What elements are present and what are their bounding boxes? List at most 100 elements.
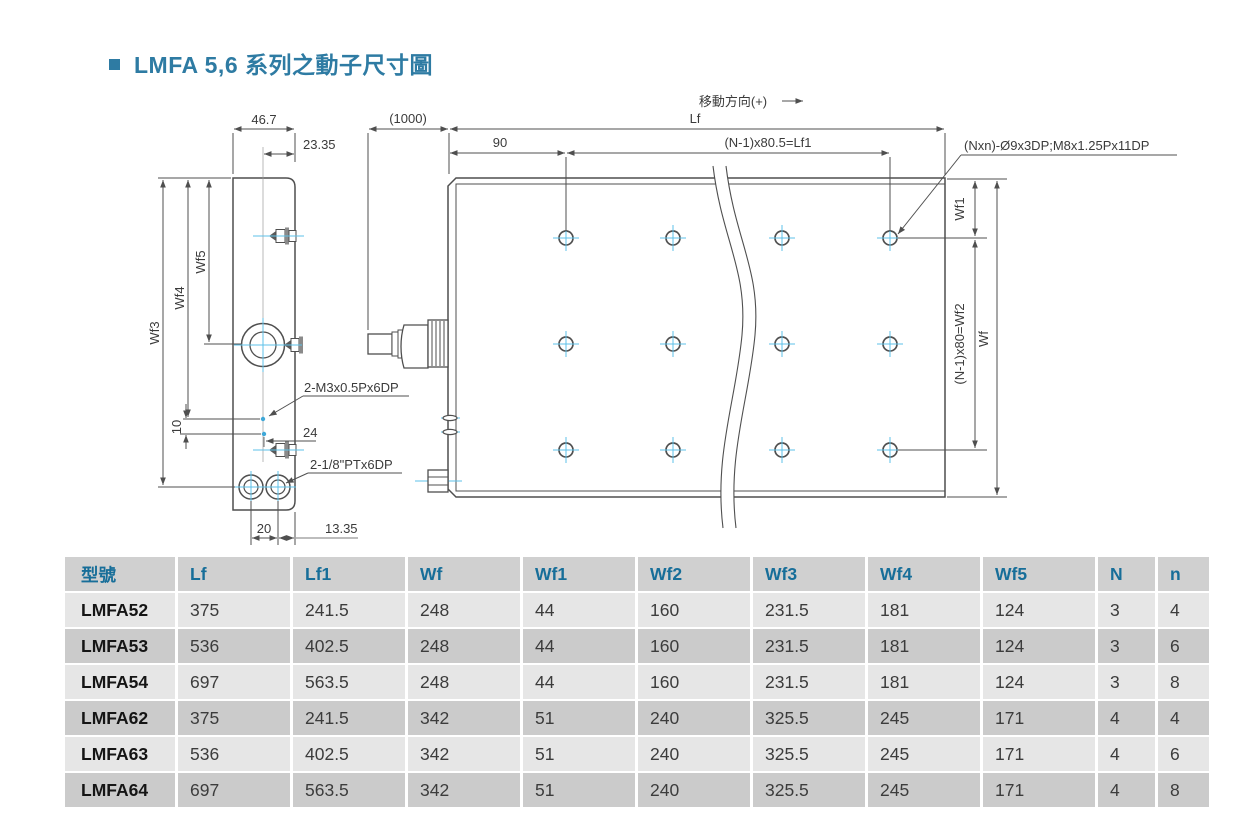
dimension-drawing: 46.7 23.35 Wf3 Wf4 Wf5 10 24 20 13.35 2-… xyxy=(147,94,1177,545)
dim-13-35-label: 13.35 xyxy=(325,521,358,536)
dim-wf5-label: Wf5 xyxy=(193,250,208,273)
col-header-wf4: Wf4 xyxy=(868,557,980,591)
top-plate-outline xyxy=(447,177,946,498)
dim-half-width-label: 23.35 xyxy=(303,137,336,152)
value-cell: 44 xyxy=(523,629,635,663)
value-cell: 697 xyxy=(178,665,290,699)
value-cell: 3 xyxy=(1098,593,1155,627)
value-cell: 563.5 xyxy=(293,773,405,807)
value-cell: 44 xyxy=(523,665,635,699)
value-cell: 240 xyxy=(638,701,750,735)
value-cell: 4 xyxy=(1158,701,1209,735)
value-cell: 342 xyxy=(408,773,520,807)
value-cell: 375 xyxy=(178,701,290,735)
value-cell: 171 xyxy=(983,773,1095,807)
page-title: LMFA 5,6 系列之動子尺寸圖 xyxy=(134,52,433,78)
col-header-lf: Lf xyxy=(178,557,290,591)
col-header-n-lower: n xyxy=(1158,557,1209,591)
value-cell: 375 xyxy=(178,593,290,627)
holes-spec-label: (Nxn)-Ø9x3DP;M8x1.25Px11DP xyxy=(964,138,1149,153)
value-cell: 241.5 xyxy=(293,593,405,627)
value-cell: 325.5 xyxy=(753,701,865,735)
value-cell: 240 xyxy=(638,737,750,771)
value-cell: 51 xyxy=(523,701,635,735)
value-cell: 181 xyxy=(868,593,980,627)
side-view xyxy=(158,126,409,545)
dim-width-label: 46.7 xyxy=(251,112,276,127)
value-cell: 245 xyxy=(868,773,980,807)
table-header-row: 型號 Lf Lf1 Wf Wf1 Wf2 Wf3 Wf4 Wf5 N n xyxy=(65,557,1209,591)
dim-20-label: 20 xyxy=(257,521,271,536)
col-header-wf5: Wf5 xyxy=(983,557,1095,591)
value-cell: 160 xyxy=(638,665,750,699)
value-cell: 8 xyxy=(1158,665,1209,699)
dim-wf2-label: (N-1)x80=Wf2 xyxy=(952,303,967,384)
value-cell: 697 xyxy=(178,773,290,807)
value-cell: 44 xyxy=(523,593,635,627)
value-cell: 160 xyxy=(638,629,750,663)
value-cell: 536 xyxy=(178,629,290,663)
value-cell: 4 xyxy=(1098,737,1155,771)
pt-ports-label: 2-1/8"PTx6DP xyxy=(310,457,393,472)
value-cell: 241.5 xyxy=(293,701,405,735)
value-cell: 245 xyxy=(868,701,980,735)
model-cell: LMFA64 xyxy=(65,773,175,807)
value-cell: 536 xyxy=(178,737,290,771)
dimension-table: 型號 Lf Lf1 Wf Wf1 Wf2 Wf3 Wf4 Wf5 N n LMF… xyxy=(62,555,1212,809)
value-cell: 51 xyxy=(523,773,635,807)
dim-24-label: 24 xyxy=(303,425,317,440)
dim-lf1-label: (N-1)x80.5=Lf1 xyxy=(724,135,811,150)
col-header-wf: Wf xyxy=(408,557,520,591)
value-cell: 181 xyxy=(868,665,980,699)
direction-label: 移動方向(+) xyxy=(699,94,767,109)
value-cell: 231.5 xyxy=(753,593,865,627)
dim-90-label: 90 xyxy=(493,135,507,150)
value-cell: 51 xyxy=(523,737,635,771)
col-header-lf1: Lf1 xyxy=(293,557,405,591)
value-cell: 124 xyxy=(983,665,1095,699)
value-cell: 325.5 xyxy=(753,773,865,807)
value-cell: 245 xyxy=(868,737,980,771)
dim-10-label: 10 xyxy=(169,420,184,434)
value-cell: 4 xyxy=(1098,773,1155,807)
dim-wf3-label: Wf3 xyxy=(147,321,162,344)
value-cell: 160 xyxy=(638,593,750,627)
value-cell: 171 xyxy=(983,737,1095,771)
model-cell: LMFA53 xyxy=(65,629,175,663)
col-header-model: 型號 xyxy=(65,557,175,591)
model-cell: LMFA52 xyxy=(65,593,175,627)
value-cell: 402.5 xyxy=(293,629,405,663)
top-view xyxy=(367,98,1177,529)
value-cell: 6 xyxy=(1158,737,1209,771)
model-cell: LMFA54 xyxy=(65,665,175,699)
dim-cable-label: (1000) xyxy=(389,111,427,126)
dim-wf1-label: Wf1 xyxy=(952,197,967,220)
value-cell: 248 xyxy=(408,665,520,699)
value-cell: 124 xyxy=(983,629,1095,663)
value-cell: 181 xyxy=(868,629,980,663)
value-cell: 248 xyxy=(408,629,520,663)
value-cell: 171 xyxy=(983,701,1095,735)
value-cell: 8 xyxy=(1158,773,1209,807)
dim-wf-label: Wf xyxy=(976,331,991,347)
dim-wf4-label: Wf4 xyxy=(172,286,187,309)
value-cell: 4 xyxy=(1098,701,1155,735)
value-cell: 563.5 xyxy=(293,665,405,699)
col-header-n-upper: N xyxy=(1098,557,1155,591)
value-cell: 231.5 xyxy=(753,665,865,699)
value-cell: 231.5 xyxy=(753,629,865,663)
col-header-wf2: Wf2 xyxy=(638,557,750,591)
value-cell: 248 xyxy=(408,593,520,627)
title-bullet-icon xyxy=(109,59,120,70)
value-cell: 3 xyxy=(1098,629,1155,663)
value-cell: 3 xyxy=(1098,665,1155,699)
value-cell: 402.5 xyxy=(293,737,405,771)
value-cell: 342 xyxy=(408,701,520,735)
value-cell: 6 xyxy=(1158,629,1209,663)
